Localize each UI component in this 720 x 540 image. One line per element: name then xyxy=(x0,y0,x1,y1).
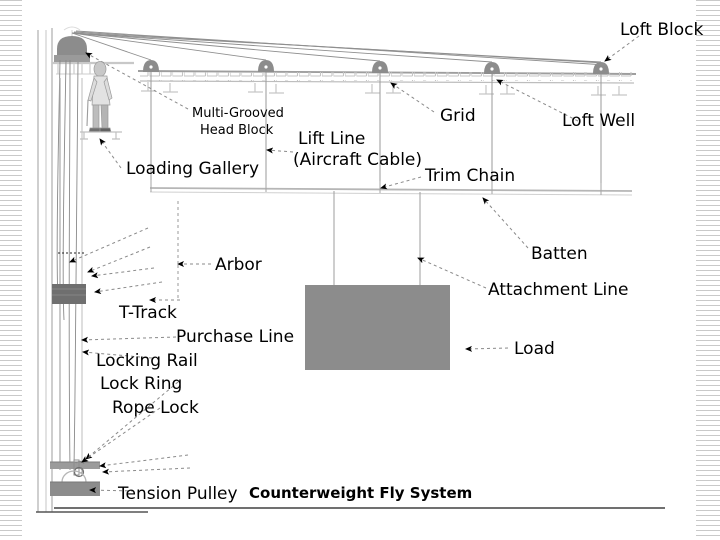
label-locking-rail: Locking Rail xyxy=(96,351,198,371)
label-loft-well: Loft Well xyxy=(562,111,636,131)
load-box xyxy=(305,285,450,370)
label-lift-line: Lift Line xyxy=(298,129,366,149)
batten-pipe xyxy=(149,187,633,196)
left-edge-hatch-decoration xyxy=(0,0,22,540)
grid-beam xyxy=(137,70,637,96)
label-loft-block: Loft Block xyxy=(620,20,704,40)
label-aircraft-cable: (Aircraft Cable) xyxy=(293,150,423,170)
gallery-deck xyxy=(80,131,122,140)
multi-grooved-head-block xyxy=(54,26,90,62)
diagram-title: Counterweight Fly System xyxy=(249,484,473,502)
trim-chain-group xyxy=(150,180,602,195)
right-edge-hatch-decoration xyxy=(696,0,720,540)
label-grid: Grid xyxy=(440,106,476,126)
counterweight-arbor xyxy=(52,284,86,304)
loft-block xyxy=(593,62,609,74)
loft-block xyxy=(484,62,500,74)
loft-block xyxy=(258,60,274,72)
label-attachment-line: Attachment Line xyxy=(488,280,629,300)
label-load: Load xyxy=(514,339,555,359)
lift-line-drops xyxy=(150,72,602,191)
label-tension-pulley: Tension Pulley xyxy=(118,484,238,504)
label-arbor: Arbor xyxy=(215,255,262,275)
label-trim-chain: Trim Chain xyxy=(425,166,516,186)
locking-rail-assembly xyxy=(50,461,100,469)
loft-block xyxy=(372,61,388,73)
label-head-block: Head Block xyxy=(200,123,274,138)
tension-pulley xyxy=(50,470,100,496)
label-multi-grooved: Multi-Grooved xyxy=(192,106,284,121)
lift-line-cables xyxy=(71,30,607,66)
label-purchase-line: Purchase Line xyxy=(176,327,295,347)
label-lock-ring: Lock Ring xyxy=(100,374,183,394)
label-t-track: T-Track xyxy=(119,303,177,323)
loading-gallery-worker-figure xyxy=(80,61,122,140)
t-track-rail xyxy=(59,78,83,470)
loft-block-group xyxy=(143,60,609,74)
label-rope-lock: Rope Lock xyxy=(112,398,199,418)
attachment-line-group xyxy=(333,191,421,285)
stage-left-wall xyxy=(37,28,53,512)
label-batten: Batten xyxy=(531,244,588,264)
loft-block xyxy=(143,60,159,72)
label-loading-gallery: Loading Gallery xyxy=(126,159,260,179)
